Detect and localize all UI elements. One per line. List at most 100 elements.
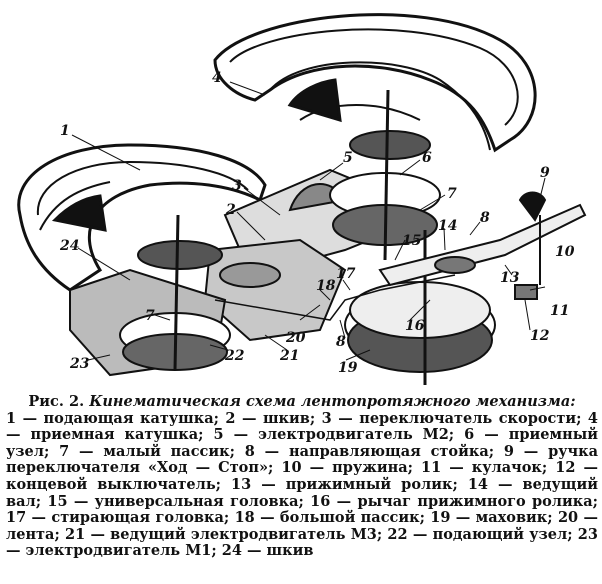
legend-number: 6 xyxy=(464,426,475,444)
fig-label-8b: 8 xyxy=(336,334,346,350)
legend-number: 10 xyxy=(281,459,302,477)
fig-label-2: 2 xyxy=(225,202,236,218)
legend-item: 20 — лента; xyxy=(6,509,598,543)
legend-text: — приемный узел; xyxy=(6,426,598,460)
legend-text: — кулачок; xyxy=(441,459,556,477)
fig-label-14: 14 xyxy=(438,218,457,234)
legend-text: — шкив xyxy=(241,542,314,560)
legend-number: 2 xyxy=(225,409,236,427)
legend-text: — подающая катушка; xyxy=(16,409,226,427)
legend-text: — универсальная головка; xyxy=(67,492,311,510)
legend-item: 2 — шкив; xyxy=(225,410,321,427)
fig-label-21: 21 xyxy=(279,348,299,364)
legend-number: 13 xyxy=(231,475,252,493)
legend-text: — концевой выключатель; xyxy=(6,459,598,493)
legend-number: 17 xyxy=(6,509,27,527)
fig-label-13: 13 xyxy=(500,270,520,286)
legend-item: 11 — кулачок; xyxy=(421,459,556,477)
fig-label-6: 6 xyxy=(422,150,432,166)
legend-text: — рычаг прижимного ролика; xyxy=(330,492,598,510)
fig-label-18: 18 xyxy=(316,278,336,294)
tape-path xyxy=(214,274,456,321)
legend-item: 24 — шкив xyxy=(221,542,314,560)
figure-caption: Рис. 2. Кинематическая схема лентопротяж… xyxy=(6,393,598,560)
fig-label-17: 17 xyxy=(336,266,356,282)
fig-label-16: 16 xyxy=(405,318,425,334)
legend-text: — электродвигатель М2; xyxy=(223,426,465,444)
legend-number: 15 xyxy=(47,492,68,510)
legend-number: 20 xyxy=(557,509,579,527)
legend-item: 12 — концевой выключатель; xyxy=(6,459,598,493)
legend-text: — ведущий вал; xyxy=(6,475,598,510)
legend-text: — приемная катушка; xyxy=(6,426,214,444)
legend-text: — лента; xyxy=(6,509,598,543)
legend-text: — подающий узел; xyxy=(407,525,578,543)
legend-item: 1 — подающая катушка; xyxy=(6,410,225,427)
legend-item: 15 — универсальная головка; xyxy=(47,493,310,510)
fig-label-7a: 7 xyxy=(447,186,457,202)
leader-lines xyxy=(71,81,546,361)
legend-number: 3 xyxy=(321,409,332,427)
fig-label-22: 22 xyxy=(224,348,245,364)
fig-label-9: 9 xyxy=(540,165,550,181)
legend-number: 24 xyxy=(221,542,242,560)
legend-number: 4 xyxy=(587,409,598,427)
legend-number: 1 xyxy=(6,409,17,427)
caption-legend: 1 — подающая катушка; 2 — шкив; 3 — пере… xyxy=(6,410,598,560)
fig-label-3: 3 xyxy=(232,178,242,194)
legend-item: 16 — рычаг прижимного ролика; xyxy=(310,493,598,510)
legend-item: 14 — ведущий вал; xyxy=(6,476,598,510)
legend-item: 10 — пружина; xyxy=(281,459,421,477)
legend-item: 4 — приемная катушка; xyxy=(6,410,598,444)
legend-number: 5 xyxy=(213,426,224,444)
legend-item: 9 — ручка переключателя «Ход — Стоп»; xyxy=(6,443,598,477)
fig-label-24: 24 xyxy=(59,238,79,254)
legend-item: 21 — ведущий электродвигатель М3; xyxy=(65,526,387,543)
legend-text: — стирающая головка; xyxy=(26,509,235,527)
fig-label-7b: 7 xyxy=(145,308,155,324)
legend-number: 8 xyxy=(244,442,255,460)
fig-label-10: 10 xyxy=(555,244,575,260)
legend-item: 5 — электродвигатель М2; xyxy=(213,426,464,443)
legend-number: 14 xyxy=(467,475,489,493)
fig-label-8a: 8 xyxy=(480,210,490,226)
legend-item: 8 — направляющая стойка; xyxy=(245,443,504,460)
legend-text: — ведущий электродвигатель М3; xyxy=(85,525,388,543)
legend-text: — шкив; xyxy=(235,409,322,427)
kinematic-diagram: 1 4 3 2 5 6 7 8 9 10 11 12 13 14 15 16 1… xyxy=(17,13,587,385)
legend-number: 22 xyxy=(387,525,408,543)
legend-text: — прижимный ролик; xyxy=(251,475,468,493)
legend-number: 16 xyxy=(310,492,331,510)
legend-number: 9 xyxy=(503,442,514,460)
fig-label-15: 15 xyxy=(402,233,421,249)
legend-number: 12 xyxy=(555,459,576,477)
legend-number: 21 xyxy=(65,525,86,543)
fig-label-19: 19 xyxy=(338,360,358,376)
legend-number: 7 xyxy=(59,442,70,460)
fig-label-5: 5 xyxy=(343,150,353,166)
fig-label-23: 23 xyxy=(69,356,90,372)
legend-text: — маховик; xyxy=(450,509,558,527)
fig-label-11: 11 xyxy=(550,303,569,319)
legend-number: 23 xyxy=(577,525,598,543)
legend-item: 22 — подающий узел; xyxy=(387,526,577,543)
fig-label-1: 1 xyxy=(60,123,70,139)
legend-item: 23 — электродвигатель М1; xyxy=(6,526,598,560)
caption-title: Рис. 2. Кинематическая схема лентопротяж… xyxy=(28,393,576,410)
legend-text: — ручка переключателя «Ход — Стоп»; xyxy=(6,442,599,477)
legend-text: — электродвигатель М1; xyxy=(6,542,222,560)
supply-node xyxy=(119,214,231,371)
fig-label-12: 12 xyxy=(530,328,550,344)
legend-text: — большой пассик; xyxy=(254,509,431,527)
legend-number: 11 xyxy=(421,459,442,477)
legend-item: 17 — стирающая головка; xyxy=(6,509,235,526)
lever-assembly xyxy=(378,191,587,300)
legend-item: 19 — маховик; xyxy=(430,509,558,526)
legend-text: — малый пассик; xyxy=(69,442,245,460)
legend-item: 7 — малый пассик; xyxy=(59,443,245,460)
take-up-reel xyxy=(213,13,537,153)
legend-item: 3 — переключатель скорости; xyxy=(322,410,588,427)
legend-item: 18 — большой пассик; xyxy=(235,509,431,526)
legend-item: 13 — прижимный ролик; xyxy=(231,476,468,493)
legend-number: 18 xyxy=(234,509,255,527)
